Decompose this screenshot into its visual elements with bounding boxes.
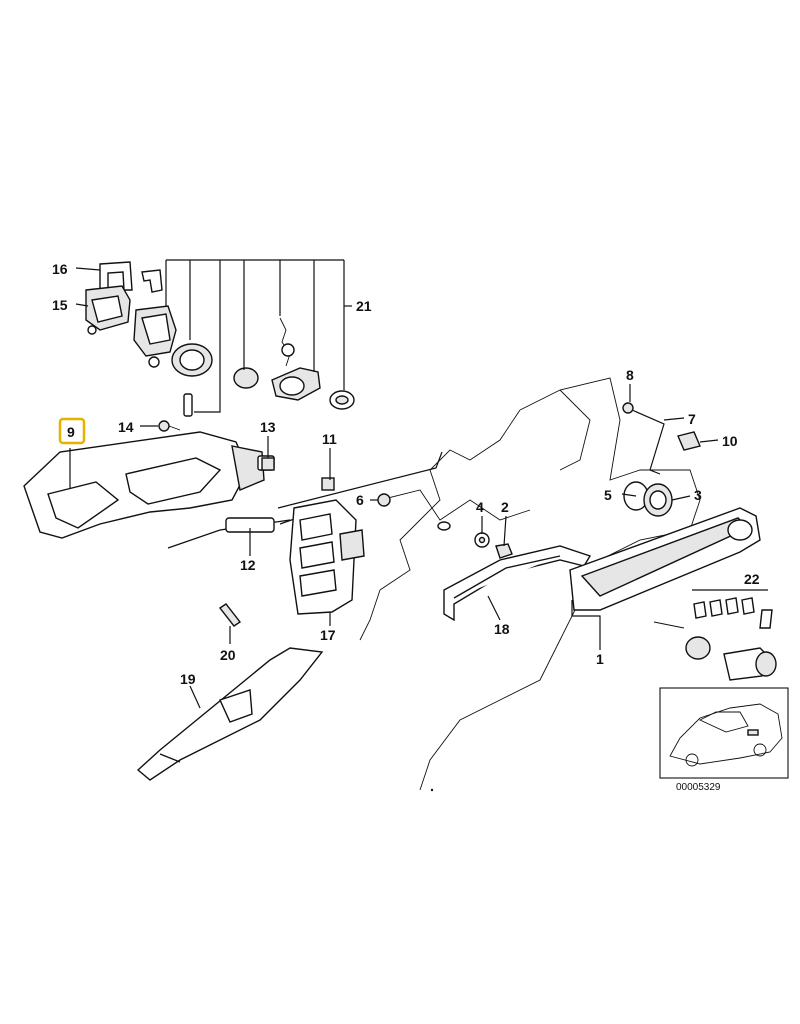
part-15-lock-bracket: [85, 285, 131, 335]
part-10-clip: [677, 431, 701, 451]
car-inset: [659, 687, 789, 779]
part-14-screw: [158, 420, 181, 432]
callout-21: 21: [356, 298, 372, 314]
callout-8: 8: [626, 367, 634, 383]
part-6-nut: [377, 493, 391, 507]
callout-4: 4: [476, 499, 484, 515]
stray-mark: [430, 788, 434, 792]
leader-lines: [69, 267, 719, 709]
callout-14: 14: [118, 419, 134, 435]
part-22-lock-cylinder: [653, 597, 777, 681]
callout-9: 9: [67, 424, 75, 440]
part-11-clip: [321, 477, 335, 491]
callout-13: 13: [260, 419, 276, 435]
callout-3: 3: [694, 487, 702, 503]
callout-2: 2: [501, 499, 509, 515]
callout-12: 12: [240, 557, 256, 573]
diagram-number: 00005329: [676, 782, 721, 793]
callout-20: 20: [220, 647, 236, 663]
callout-10: 10: [722, 433, 738, 449]
lock-assembly: [133, 269, 213, 417]
callout-5: 5: [604, 487, 612, 503]
callout-15: 15: [52, 297, 68, 313]
callout-16: 16: [52, 261, 68, 277]
callout-7: 7: [688, 411, 696, 427]
part-1-exterior-handle: [569, 507, 761, 611]
callout-22: 22: [744, 571, 760, 587]
callout-18: 18: [494, 621, 510, 637]
callout-9-highlight: [58, 417, 86, 445]
part-19-bracket: [136, 647, 324, 781]
part-7-rod: [631, 409, 665, 475]
callout-1: 1: [596, 651, 604, 667]
callout-6: 6: [356, 492, 364, 508]
part-18-rod-bracket: [443, 545, 592, 622]
part-4-washer: [474, 532, 490, 548]
part-17-latch: [289, 499, 365, 615]
part-3-bezel: [643, 483, 673, 517]
callout-19: 19: [180, 671, 196, 687]
callout-labels: 1 2 3 4 5 6 7 8 9 10 11 12 13 14 15 16 1…: [52, 261, 760, 793]
part-20-screw: [218, 603, 242, 627]
part-8-grommet: [622, 402, 634, 414]
callout-21-bracket: [165, 259, 352, 413]
washer-small: [437, 521, 451, 531]
part-13-clip: [261, 457, 275, 471]
callout-17: 17: [320, 627, 336, 643]
part-2-nut: [495, 543, 513, 559]
spring-parts: [233, 317, 355, 410]
callout-11: 11: [322, 431, 337, 447]
